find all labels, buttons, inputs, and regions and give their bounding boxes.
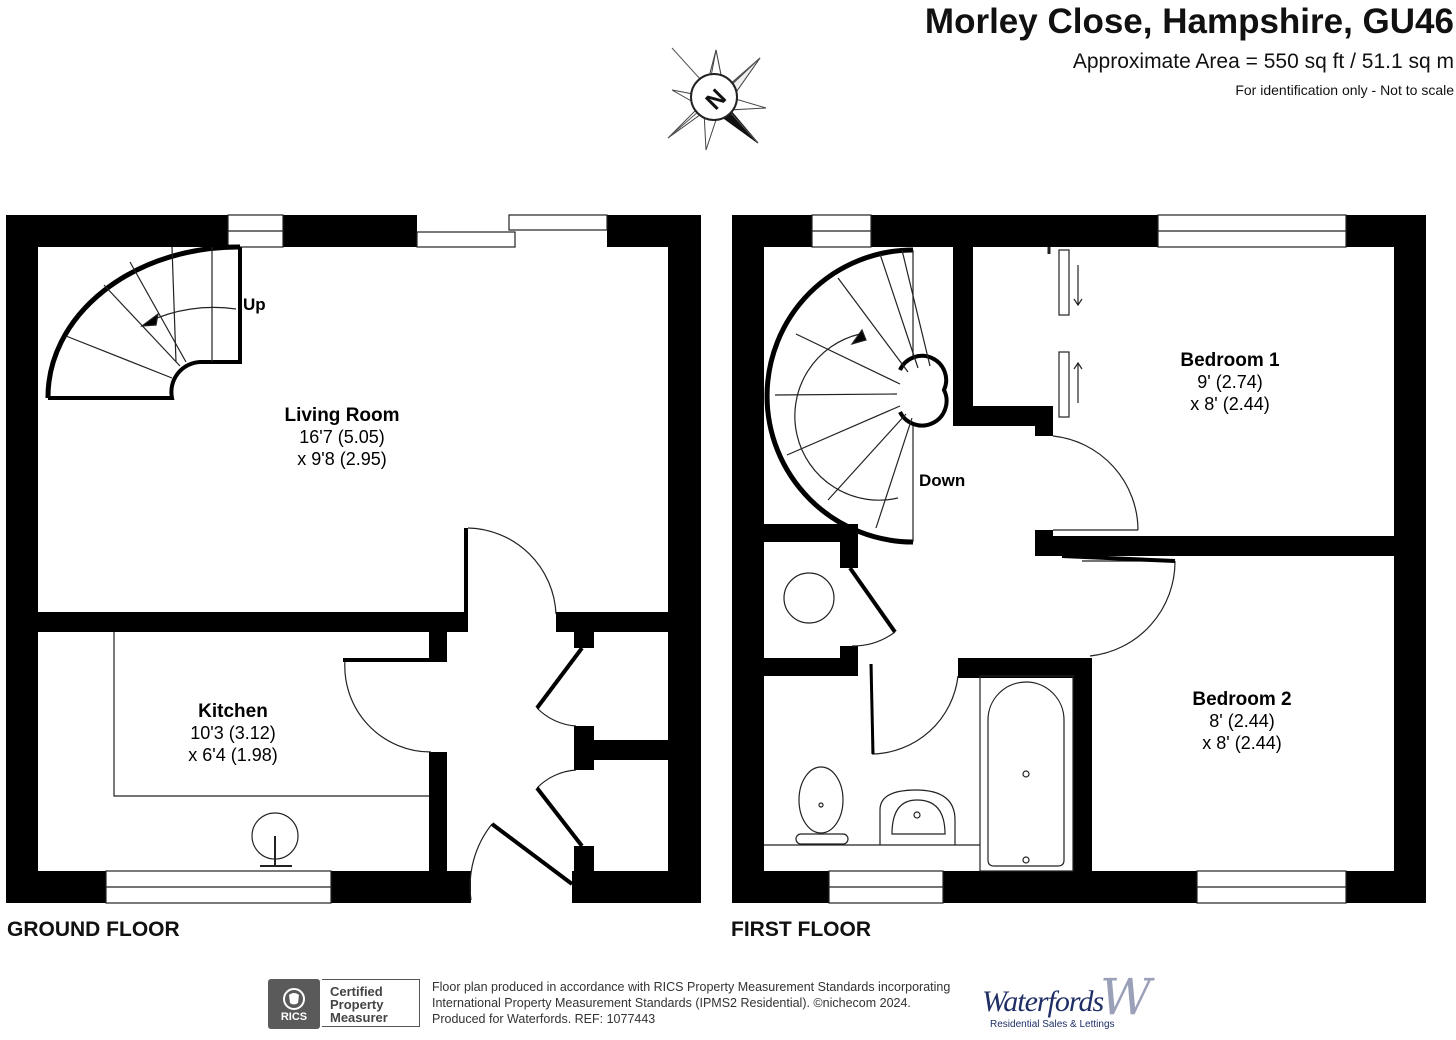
- kitchen-dim1: 10'3 (3.12): [190, 723, 276, 743]
- brand-mark-logo: W: [1100, 968, 1152, 1026]
- rics-text: RICS: [280, 1011, 308, 1023]
- first-floor-details: [764, 214, 1347, 904]
- first-floor-plan: [732, 215, 1426, 903]
- rics-crest-icon: [283, 988, 305, 1010]
- living-room-dim1: 16'7 (5.05): [299, 427, 385, 447]
- compass-icon: N: [667, 47, 767, 151]
- rics-logo: RICS: [268, 979, 320, 1029]
- cert-line-3: Measurer: [330, 1010, 388, 1025]
- ground-floor-label: GROUND FLOOR: [7, 918, 180, 941]
- bedroom-1-name: Bedroom 1: [1180, 350, 1280, 371]
- living-room-dim2: x 9'8 (2.95): [297, 449, 386, 469]
- identification-note: For identification only - Not to scale: [1235, 82, 1454, 98]
- bedroom-2-dim1: 8' (2.44): [1209, 711, 1274, 731]
- bedroom-2-name: Bedroom 2: [1192, 689, 1291, 710]
- stairs-down-label: Down: [919, 471, 965, 490]
- footer-line-3: Produced for Waterfords. REF: 1077443: [432, 1012, 656, 1026]
- footer-line-2: International Property Measurement Stand…: [432, 996, 911, 1010]
- bedroom-2-dim2: x 8' (2.44): [1202, 733, 1281, 753]
- bedroom-1-dim2: x 8' (2.44): [1190, 394, 1269, 414]
- stairs-up-label: Up: [243, 295, 266, 314]
- footer-line-1: Floor plan produced in accordance with R…: [432, 980, 951, 994]
- kitchen-dim2: x 6'4 (1.98): [188, 745, 277, 765]
- ground-floor-details: [45, 214, 608, 904]
- footer-disclaimer: Floor plan produced in accordance with R…: [432, 979, 950, 1027]
- brand-subtitle: Residential Sales & Lettings: [990, 1019, 1115, 1030]
- first-floor-label: FIRST FLOOR: [731, 918, 871, 941]
- property-title: Morley Close, Hampshire, GU46: [924, 2, 1454, 41]
- kitchen-name: Kitchen: [198, 701, 268, 722]
- living-room-name: Living Room: [284, 405, 399, 426]
- ground-floor-plan: [6, 215, 701, 903]
- cert-line-1: Certified: [330, 984, 383, 999]
- brand-name-logo: Waterfords: [982, 985, 1104, 1018]
- cert-line-2: Property: [330, 997, 384, 1012]
- approximate-area: Approximate Area = 550 sq ft / 51.1 sq m: [1072, 50, 1454, 73]
- certified-property-measurer-badge: Certified Property Measurer: [322, 979, 420, 1027]
- bedroom-1-dim1: 9' (2.74): [1197, 372, 1262, 392]
